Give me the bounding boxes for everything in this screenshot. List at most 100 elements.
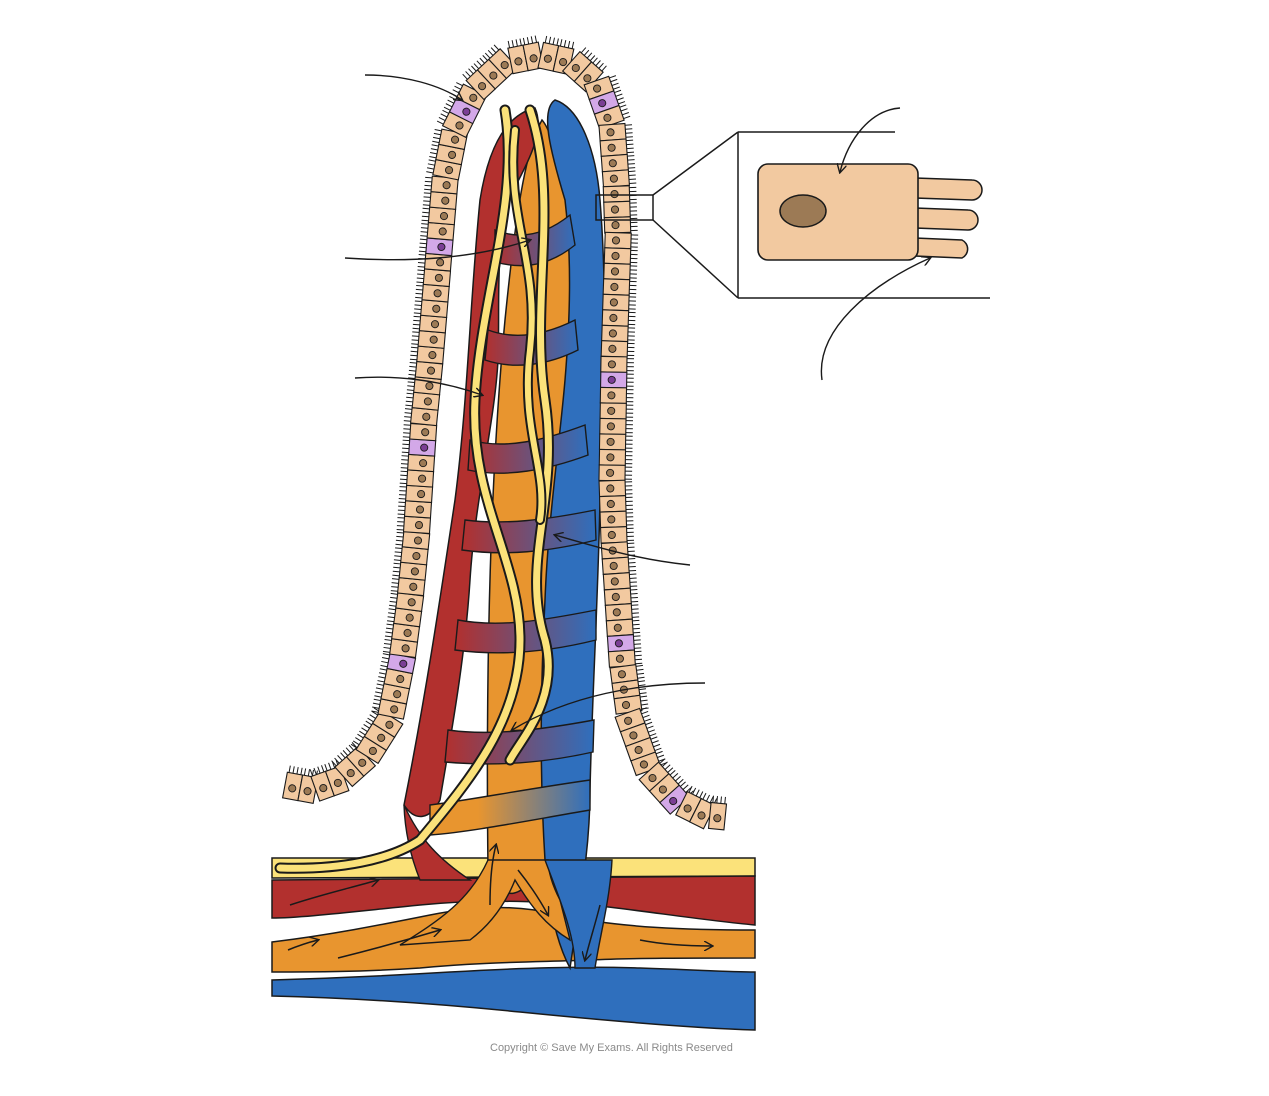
epithelial-cell [395,530,431,550]
base-vessels [271,857,756,1031]
microvilli-fringe [630,249,638,264]
microvilli-fringe [580,47,596,62]
microvilli-fringe [632,619,641,634]
microvilli-fringe [592,57,607,72]
cell-nucleus [603,113,612,122]
cell-nucleus [303,787,312,796]
flow-arrow [639,939,712,946]
epithelial-cell [603,247,638,265]
cell-nucleus [436,258,445,267]
cell-nucleus [610,282,619,291]
microvilli-fringe [380,653,390,668]
epithelial-cell [398,484,434,504]
goblet-cell [380,652,417,675]
cell-nucleus [393,690,402,699]
microvilli [914,177,983,259]
epithelial-cell [598,433,633,451]
microvilli-fringe [382,639,392,653]
microvilli-fringe [630,234,639,248]
cell-nucleus [385,720,394,729]
epithelial-cell [600,153,636,173]
venule-pointer [555,535,691,566]
microvilli-fringe [406,377,416,391]
microvilli-fringe [634,650,643,665]
arteriole-base-branch [403,804,473,881]
capillary-link [429,779,591,836]
microvilli-fringe [303,768,318,778]
epithelial-cell [537,35,560,72]
microvilli-fringe [624,124,633,138]
goblet-cell [401,438,437,457]
cell-nucleus [417,489,426,499]
microvilli-fringe [625,496,634,510]
cell-nucleus [606,437,615,446]
cell-nucleus [426,366,436,375]
base-lymph-vessel [271,906,756,973]
epithelial-cell [613,694,649,715]
microvilli-fringe [342,742,358,756]
microvilli-fringe [630,217,638,232]
cell-nucleus [455,121,464,130]
epithelial-cell [598,495,634,513]
cell-nucleus [478,82,487,91]
cell-nucleus [606,499,615,509]
cell-nucleus [607,515,616,524]
cell-nucleus [377,733,386,742]
microvilli-fringe [629,573,638,587]
goblet-nucleus [598,99,607,108]
cell-nucleus [390,705,399,714]
goblet-nucleus [607,375,616,384]
microvilli-fringe [384,623,394,638]
cell-nucleus [648,773,657,783]
capillary-link [454,609,597,654]
cell-nucleus [448,150,457,159]
cell-nucleus [607,143,616,152]
cell-nucleus [403,628,412,638]
microvilli-fringe [331,752,346,767]
epithelial-cell [598,448,633,466]
epithelial-cell [281,765,304,802]
cell-nucleus [422,412,431,421]
microvilli-fringe [712,795,726,804]
microvilli-fringe [628,170,637,185]
microvilli-fringe [626,512,634,526]
goblet-nucleus [614,639,623,648]
epithelial-cell [396,515,432,535]
epithelial-cell [602,185,637,203]
goblet-nucleus [669,796,678,806]
cell-nucleus [609,174,618,183]
cell-nucleus [779,194,827,228]
epithelial-cell [412,314,448,334]
epithelial-cell [600,355,635,373]
cell-nucleus [396,674,405,684]
microvilli-fringe [429,144,439,159]
capillary-link [467,424,589,474]
microvilli-fringe [637,680,647,695]
epithelial-cell [324,759,350,797]
magnified-cell [757,163,983,261]
microvilli-fringe [393,547,403,561]
microvilli-fringe [626,358,635,372]
cell-nucleus [608,344,617,353]
magnified-cell-callout [595,131,990,299]
microvilli-fringe [403,408,413,422]
microvilli-fringe [400,455,409,469]
cell-nucleus [358,758,367,767]
yellow-strand [276,106,524,872]
cell-nucleus [611,251,620,260]
flow-arrow [585,904,601,960]
cell-nucleus [639,760,648,769]
microvilli-fringe [626,139,635,154]
cell-nucleus [319,784,328,793]
microvilli-fringe [625,481,633,495]
cell-nucleus [629,731,638,740]
epithelial-cell [688,792,718,830]
cell-nucleus [634,745,643,755]
cell-nucleus [611,236,621,245]
microvilli-fringe [609,75,621,90]
epithelial-cell [400,453,436,473]
microvilli-fringe [559,39,575,49]
cell-nucleus [609,561,618,570]
cell-nucleus [419,459,428,468]
